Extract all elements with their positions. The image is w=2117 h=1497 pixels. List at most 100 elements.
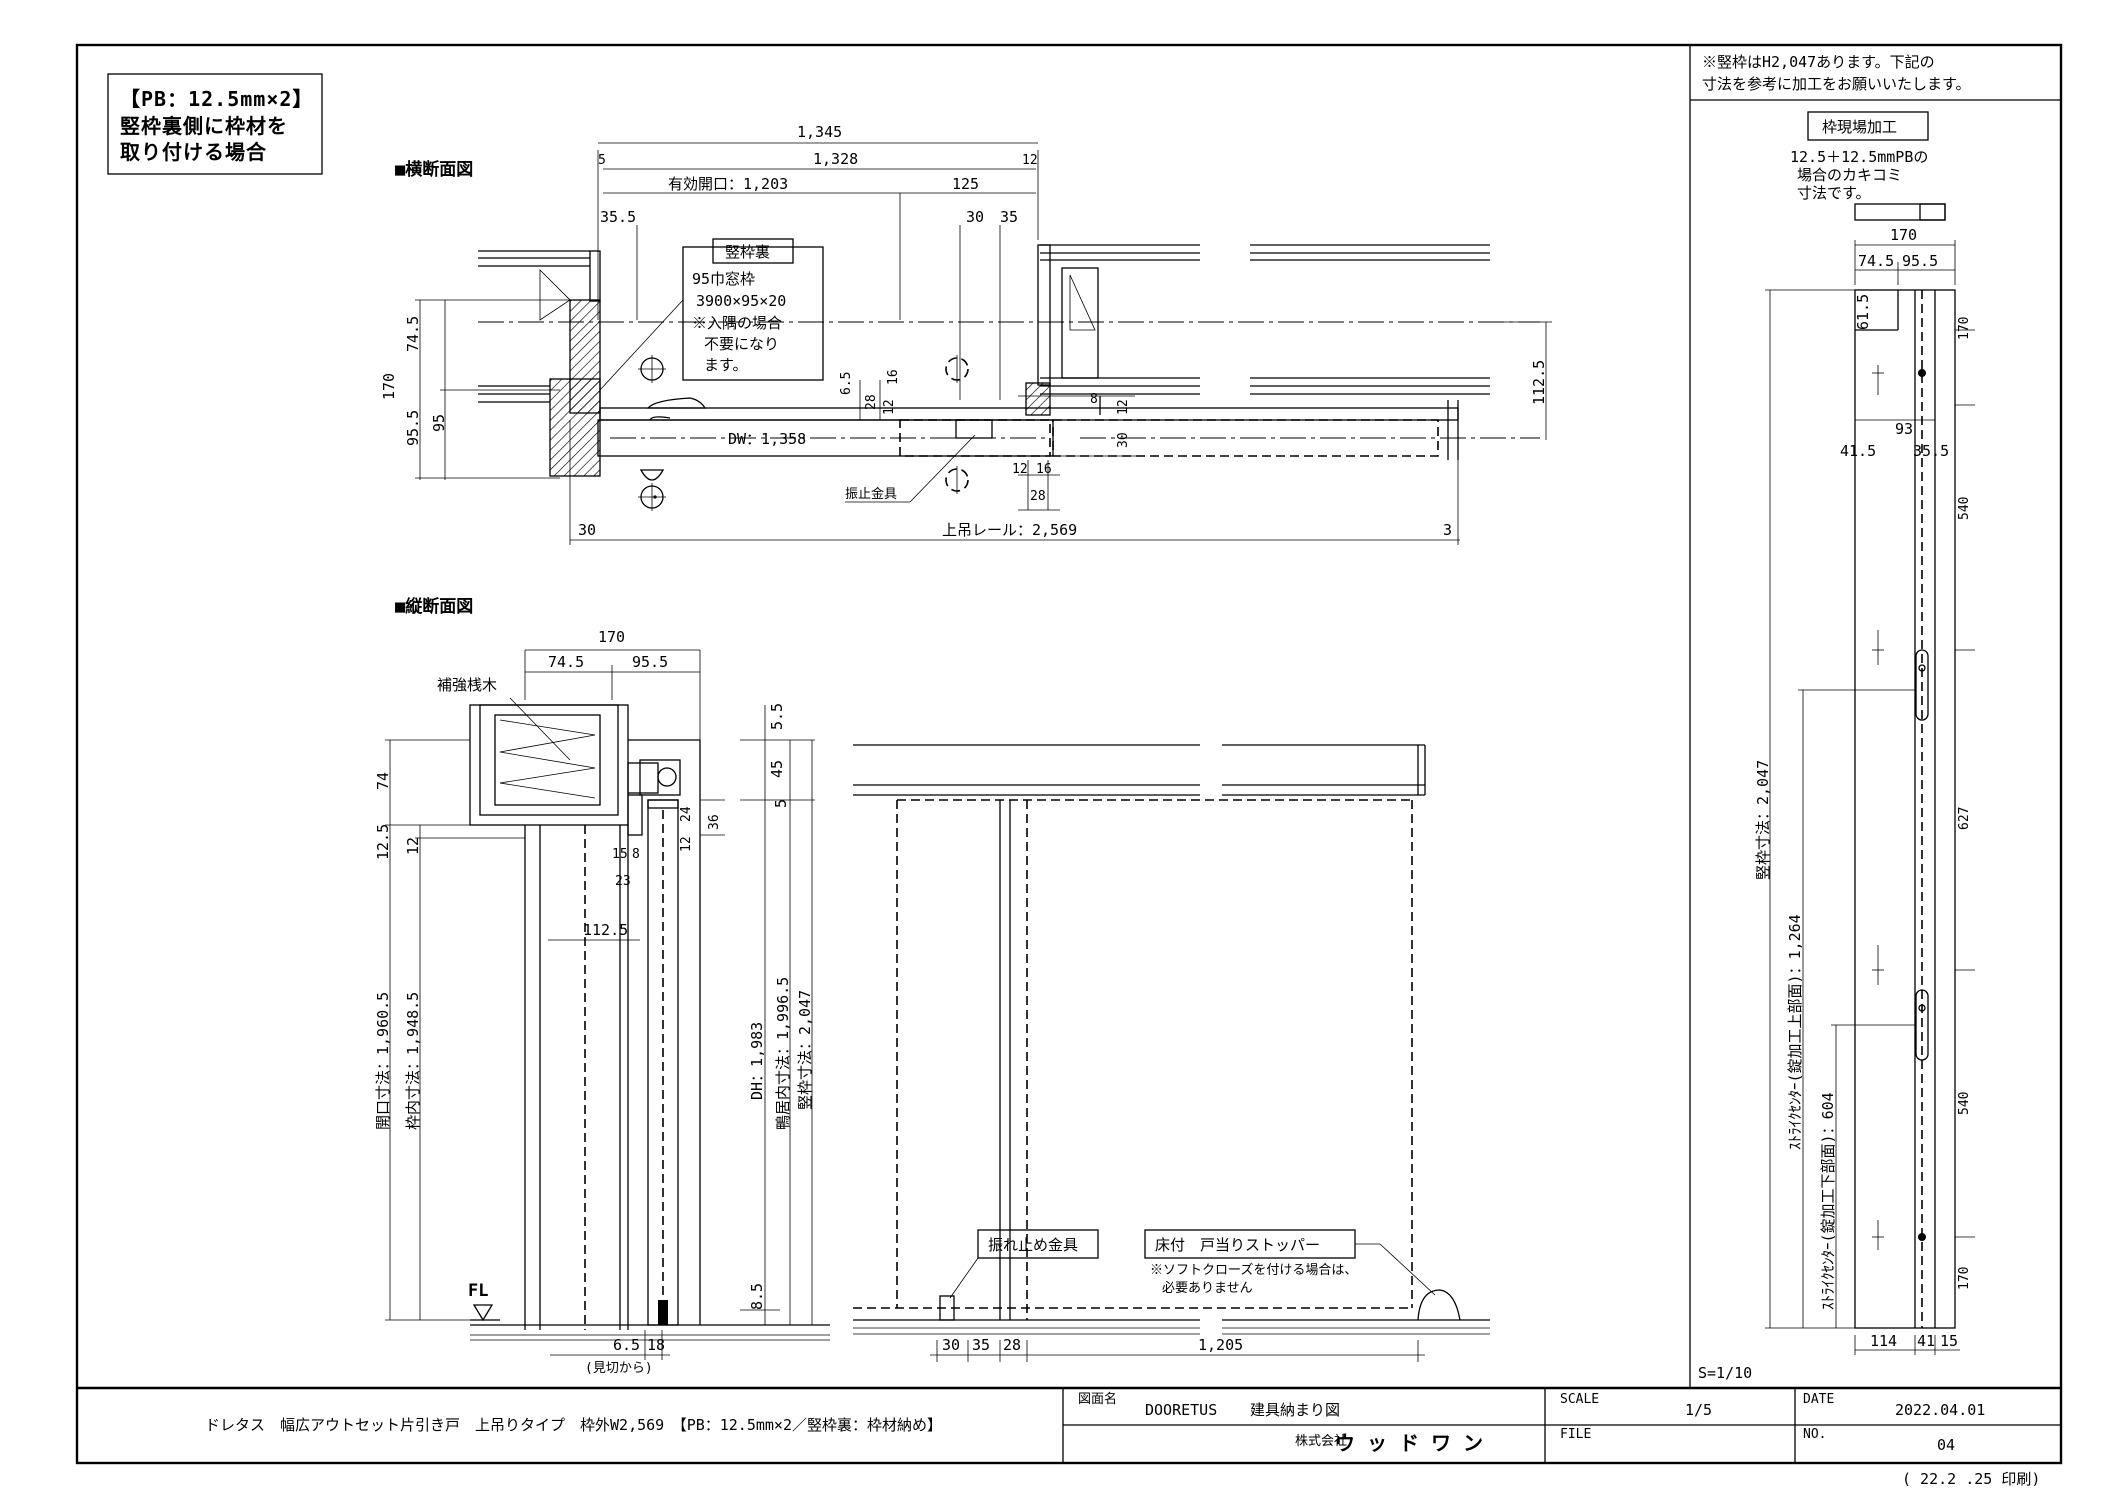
svg-text:8.5: 8.5 — [748, 1283, 766, 1310]
svg-text:※ソフトクローズを付ける場合は、: ※ソフトクローズを付ける場合は、 — [1150, 1262, 1357, 1278]
svg-text:竪枠裏: 竪枠裏 — [725, 243, 770, 261]
svg-text:8: 8 — [1090, 392, 1098, 407]
svg-text:8: 8 — [632, 847, 640, 862]
svg-text:場合のカキコミ: 場合のカキコミ — [1797, 166, 1902, 184]
svg-text:床付 戸当りストッパー: 床付 戸当りストッパー — [1155, 1236, 1320, 1254]
svg-text:5.5: 5.5 — [768, 703, 786, 730]
svg-text:74.5: 74.5 — [1858, 252, 1894, 270]
stop-lift-callout: 振れ止め金具 — [949, 1229, 1099, 1299]
svg-text:NO.: NO. — [1803, 1427, 1826, 1442]
svg-text:112.5: 112.5 — [583, 921, 628, 939]
svg-text:取り付ける場合: 取り付ける場合 — [120, 140, 267, 164]
svg-text:30: 30 — [966, 208, 984, 226]
svg-text:DH：1,983: DH：1,983 — [748, 1022, 766, 1100]
svg-text:35.5: 35.5 — [1913, 442, 1949, 460]
svg-text:開口寸法：1,960.5: 開口寸法：1,960.5 — [374, 992, 392, 1130]
svg-text:S=1/10: S=1/10 — [1698, 1364, 1752, 1382]
svg-text:125: 125 — [952, 175, 979, 193]
svg-text:寸法です。: 寸法です。 — [1797, 184, 1871, 202]
svg-text:74.5: 74.5 — [548, 653, 584, 671]
svg-text:170: 170 — [1890, 226, 1917, 244]
svg-text:45: 45 — [768, 760, 786, 778]
svg-text:寸法を参考に加工をお願いいたします。: 寸法を参考に加工をお願いいたします。 — [1702, 75, 1971, 93]
svg-text:41.5: 41.5 — [1840, 442, 1876, 460]
svg-text:【PB：12.5mm×2】: 【PB：12.5mm×2】 — [120, 87, 313, 111]
svg-text:DOORETUS: DOORETUS — [1145, 1401, 1217, 1419]
svg-text:ｽﾄﾗｲｸｾﾝﾀｰ(錠加工上部面)：1,264: ｽﾄﾗｲｸｾﾝﾀｰ(錠加工上部面)：1,264 — [1786, 914, 1804, 1150]
svg-text:不要になり: 不要になり — [704, 335, 779, 353]
svg-text:枠内寸法：1,948.5: 枠内寸法：1,948.5 — [404, 992, 422, 1130]
svg-text:上吊レール：2,569: 上吊レール：2,569 — [942, 521, 1077, 539]
svg-text:16: 16 — [886, 369, 901, 385]
svg-text:竪枠裏側に枠材を: 竪枠裏側に枠材を — [120, 114, 288, 138]
svg-text:74: 74 — [374, 772, 392, 790]
svg-text:2022.04.01: 2022.04.01 — [1895, 1401, 1985, 1419]
sheet-border — [75, 43, 2063, 1465]
svg-text:FL: FL — [468, 1281, 488, 1301]
note-box: 【PB：12.5mm×2】 竪枠裏側に枠材を 取り付ける場合 — [107, 73, 323, 175]
svg-text:ｽﾄﾗｲｸｾﾝﾀｰ(錠加工下部面)：604: ｽﾄﾗｲｸｾﾝﾀｰ(錠加工下部面)：604 — [1819, 1092, 1837, 1310]
svg-text:建具納まり図: 建具納まり図 — [1250, 1401, 1340, 1419]
svg-text:16: 16 — [1036, 462, 1052, 477]
svg-text:鴨居内寸法：1,996.5: 鴨居内寸法：1,996.5 — [774, 977, 792, 1130]
svg-text:1,205: 1,205 — [1198, 1336, 1243, 1354]
svg-text:30: 30 — [578, 521, 596, 539]
svg-text:35: 35 — [1000, 208, 1018, 226]
svg-text:枠現場加工: 枠現場加工 — [1822, 118, 1897, 136]
svg-text:1,345: 1,345 — [797, 123, 842, 141]
svg-text:6.5: 6.5 — [839, 372, 854, 395]
svg-text:SCALE: SCALE — [1560, 1392, 1599, 1407]
svg-text:15: 15 — [1940, 1332, 1958, 1350]
floor-stop-callout: 床付 戸当りストッパー ※ソフトクローズを付ける場合は、 必要ありません — [1144, 1229, 1436, 1296]
right-panel: ※竪枠はH2,047あります。下記の 寸法を参考に加工をお願いいたします。 枠現… — [1698, 53, 1975, 1382]
svg-text:35.5: 35.5 — [600, 208, 636, 226]
svg-text:FILE: FILE — [1560, 1427, 1591, 1442]
elevation-view: 振れ止め金具 床付 戸当りストッパー ※ソフトクローズを付ける場合は、 必要あり… — [853, 744, 1490, 1362]
svg-text:74.5: 74.5 — [404, 316, 422, 352]
svg-text:170: 170 — [1957, 1267, 1972, 1290]
svg-text:6.5: 6.5 — [613, 1336, 640, 1354]
product-title: ドレタス 幅広アウトセット片引き戸 上吊りタイプ 枠外W2,569 【PB：12… — [205, 1416, 942, 1434]
svg-text:28: 28 — [1003, 1336, 1021, 1354]
svg-text:株式会社: 株式会社 — [1295, 1433, 1347, 1449]
svg-text:30: 30 — [942, 1336, 960, 1354]
svg-text:540: 540 — [1957, 497, 1972, 520]
svg-text:DW：1,358: DW：1,358 — [728, 430, 806, 448]
svg-text:5: 5 — [598, 153, 606, 168]
svg-text:12: 12 — [882, 399, 897, 415]
svg-text:170: 170 — [1957, 317, 1972, 340]
svg-text:24: 24 — [679, 806, 694, 822]
svg-text:15: 15 — [612, 847, 628, 862]
svg-text:95.5: 95.5 — [1902, 252, 1938, 270]
svg-text:61.5: 61.5 — [1854, 294, 1872, 330]
svg-text:112.5: 112.5 — [1530, 360, 1548, 405]
svg-text:ます。: ます。 — [704, 356, 748, 374]
svg-text:1,328: 1,328 — [813, 150, 858, 168]
svg-text:12: 12 — [1012, 462, 1028, 477]
svg-text:627: 627 — [1957, 807, 1972, 830]
svg-text:必要ありません: 必要ありません — [1162, 1281, 1253, 1296]
svg-text:図面名: 図面名 — [1078, 1391, 1117, 1407]
svg-text:竪枠寸法：2,047: 竪枠寸法：2,047 — [1754, 760, 1772, 880]
svg-text:1/5: 1/5 — [1685, 1401, 1712, 1419]
svg-text:540: 540 — [1957, 1092, 1972, 1115]
svg-text:5: 5 — [772, 799, 790, 808]
svg-text:28: 28 — [1030, 489, 1046, 504]
svg-text:95.5: 95.5 — [632, 653, 668, 671]
svg-text:3: 3 — [1443, 521, 1452, 539]
svg-text:DATE: DATE — [1803, 1392, 1834, 1407]
svg-text:竪枠寸法：2,047: 竪枠寸法：2,047 — [796, 990, 814, 1110]
svg-text:28: 28 — [864, 394, 879, 410]
svg-text:12: 12 — [1022, 153, 1038, 168]
svg-text:※竪枠はH2,047あります。下記の: ※竪枠はH2,047あります。下記の — [1702, 53, 1935, 71]
svg-text:95.5: 95.5 — [404, 410, 422, 446]
svg-text:12: 12 — [1116, 399, 1131, 415]
svg-text:170: 170 — [598, 628, 625, 646]
svg-text:12.5: 12.5 — [374, 824, 392, 860]
svg-text:( 22.2 .25 印刷): ( 22.2 .25 印刷) — [1902, 1470, 2040, 1488]
svg-text:振れ止め金具: 振れ止め金具 — [988, 1236, 1078, 1254]
svg-text:93: 93 — [1895, 420, 1913, 438]
svg-text:04: 04 — [1937, 1436, 1955, 1454]
svg-text:振止金具: 振止金具 — [845, 486, 897, 502]
horizontal-section-title: ■横断面図 — [395, 159, 473, 180]
